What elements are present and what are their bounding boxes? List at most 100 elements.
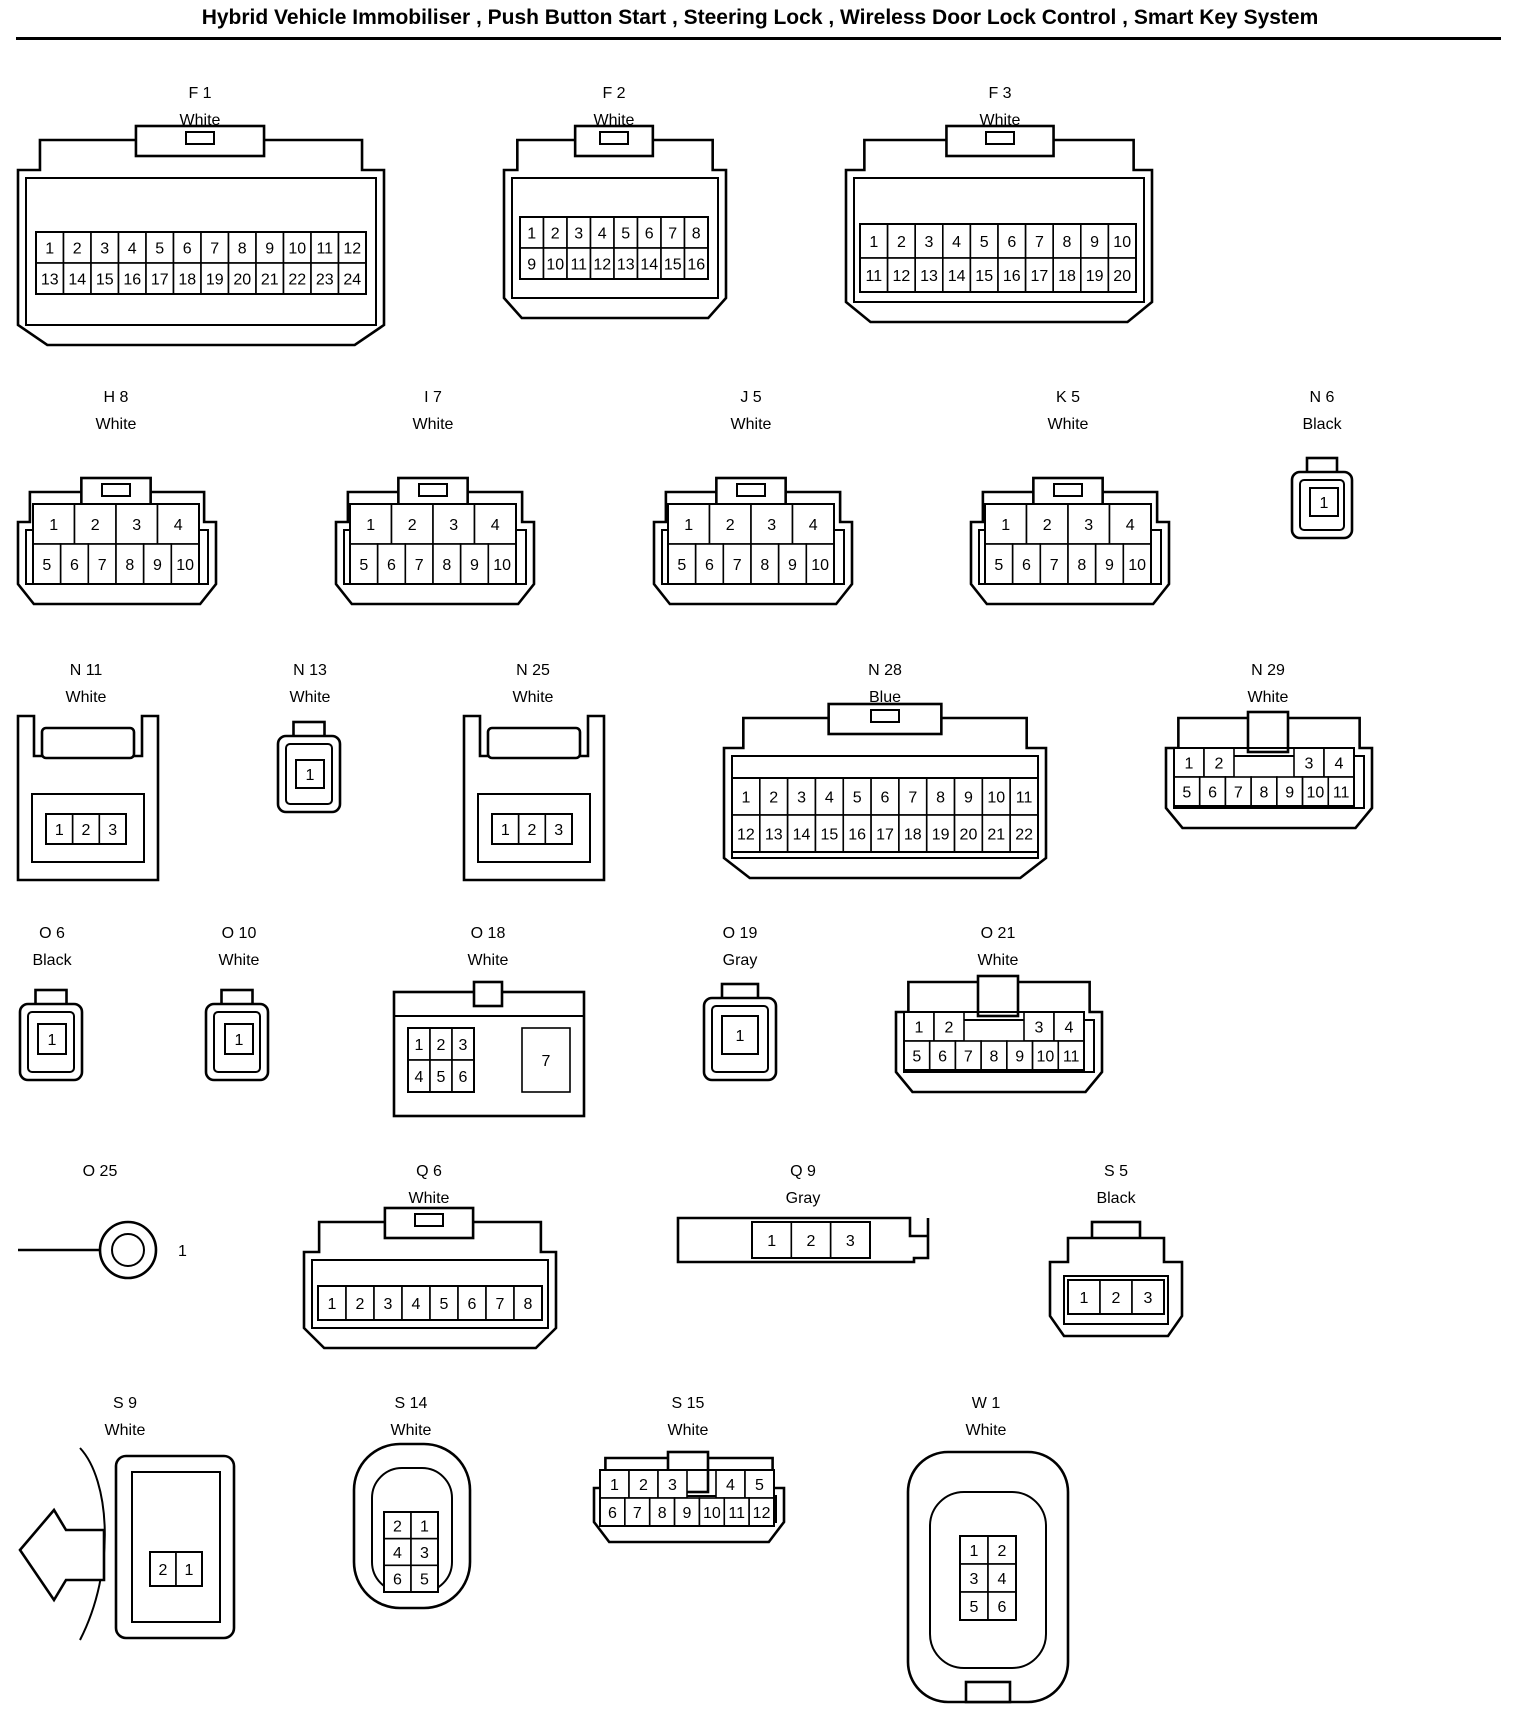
pin-q9-2: 2	[807, 1233, 816, 1250]
pin-k5-1: 1	[1001, 517, 1010, 534]
pin-s15-6: 6	[608, 1505, 617, 1522]
pin-o21-1: 1	[915, 1020, 924, 1037]
connector-o19-color-label: Gray	[723, 952, 758, 969]
pin-f3-20: 20	[1113, 268, 1131, 285]
pin-cell	[829, 1221, 871, 1259]
pin-n28-8: 8	[936, 790, 945, 807]
pin-grid-outline	[149, 1551, 203, 1587]
pin-s15-3: 3	[668, 1477, 677, 1494]
pin-s15-5: 5	[755, 1477, 764, 1494]
pin-f1-11: 11	[316, 241, 333, 258]
pin-s5-1: 1	[1080, 1290, 1089, 1307]
ground-ring-hole	[111, 1233, 145, 1267]
pin-n11-1: 1	[55, 822, 64, 839]
pin-f2-5: 5	[621, 226, 630, 243]
pin-cell	[715, 1469, 746, 1499]
connector-latch	[383, 1206, 475, 1240]
pin-grid-outline	[903, 1011, 1085, 1071]
pin-grid-outline	[1173, 747, 1355, 807]
pin-s14-4: 4	[393, 1545, 402, 1562]
connector-s15-id-label: S 15	[672, 1395, 705, 1412]
pin-h8-6: 6	[70, 557, 79, 574]
pin-f3-11: 11	[865, 268, 882, 285]
pin-f1-12: 12	[343, 241, 361, 258]
pin-k5-10: 10	[1128, 557, 1146, 574]
pin-f1-24: 24	[343, 272, 361, 289]
pin-cell	[980, 1040, 1008, 1071]
pin-cell	[1039, 543, 1069, 585]
pin-n29-7: 7	[1234, 785, 1243, 802]
connector-housing-inner	[27, 1011, 75, 1073]
pin-n29-9: 9	[1285, 785, 1294, 802]
pin-w1-4: 4	[998, 1571, 1007, 1588]
pin-h8-9: 9	[153, 557, 162, 574]
pin-grid-outline	[407, 1027, 475, 1093]
connector-n28-id-label: N 28	[868, 662, 902, 679]
pin-s15-4: 4	[726, 1477, 735, 1494]
pin-grid-outline	[984, 503, 1152, 585]
connector-o19-id-label: O 19	[723, 925, 758, 942]
pin-f1-4: 4	[128, 241, 137, 258]
connector-latch-key	[414, 1213, 444, 1227]
pin-cell	[1099, 1279, 1133, 1315]
clip-anchor	[18, 1507, 106, 1603]
pin-s9-2: 2	[159, 1562, 168, 1579]
pin-f2-12: 12	[593, 257, 611, 274]
pin-cell	[954, 1040, 982, 1071]
pin-cell	[59, 543, 90, 585]
connector-housing-inner	[711, 1005, 769, 1073]
pin-j5-4: 4	[809, 517, 818, 534]
connector-h8-id-label: H 8	[104, 389, 129, 406]
connector-s5-color-label: Black	[1096, 1190, 1136, 1207]
pin-cell	[1080, 223, 1110, 259]
pin-k5-6: 6	[1022, 557, 1031, 574]
connector-housing-inner	[213, 1011, 261, 1073]
pin-f1-14: 14	[68, 272, 86, 289]
pin-n11-2: 2	[82, 822, 91, 839]
pin-cell	[1024, 223, 1054, 259]
pin-n28-21: 21	[987, 827, 1005, 844]
pin-cell	[410, 1537, 439, 1567]
connector-housing-inner	[25, 177, 377, 326]
pin-o19-1: 1	[736, 1028, 745, 1045]
connector-housing	[114, 1454, 236, 1640]
pin-q6-7: 7	[496, 1296, 505, 1313]
connector-o25-id-label: O 25	[83, 1163, 118, 1180]
pin-s5-3: 3	[1144, 1290, 1153, 1307]
pin-f1-22: 22	[288, 272, 306, 289]
pin-o18-1: 1	[415, 1037, 424, 1054]
pin-o25-1: 1	[178, 1243, 187, 1260]
page-title: Hybrid Vehicle Immobiliser , Push Button…	[201, 6, 1319, 29]
pin-n28-3: 3	[797, 790, 806, 807]
pin-o21-8: 8	[990, 1049, 999, 1066]
pin-n28-10: 10	[987, 790, 1005, 807]
connector-latch	[573, 124, 655, 158]
connector-s14-color-label: White	[391, 1422, 432, 1439]
connector-o19: O 19 Gray 1	[702, 925, 778, 1082]
pin-n28-14: 14	[793, 827, 811, 844]
pin-f3-6: 6	[1007, 234, 1016, 251]
pin-k5-8: 8	[1077, 557, 1086, 574]
pin-w1-3: 3	[970, 1571, 979, 1588]
pin-f2-3: 3	[574, 226, 583, 243]
pin-n28-22: 22	[1015, 827, 1033, 844]
pin-f3-18: 18	[1058, 268, 1076, 285]
connector-k5-color-label: White	[1048, 416, 1089, 433]
pin-cell	[45, 813, 74, 845]
connector-q9-color-label: Gray	[786, 1190, 821, 1207]
connector-s5-id-label: S 5	[1104, 1163, 1128, 1180]
pin-cell	[914, 257, 944, 293]
pin-f3-12: 12	[893, 268, 911, 285]
pin-h8-8: 8	[125, 557, 134, 574]
pin-n28-17: 17	[876, 827, 894, 844]
pin-f2-10: 10	[546, 257, 564, 274]
connector-latch-key	[985, 131, 1015, 145]
pin-f1-2: 2	[73, 241, 82, 258]
pin-h8-2: 2	[91, 517, 100, 534]
connector-f2-id-label: F 2	[602, 85, 625, 102]
pin-grid-outline	[491, 813, 573, 845]
pin-f1-7: 7	[210, 241, 219, 258]
